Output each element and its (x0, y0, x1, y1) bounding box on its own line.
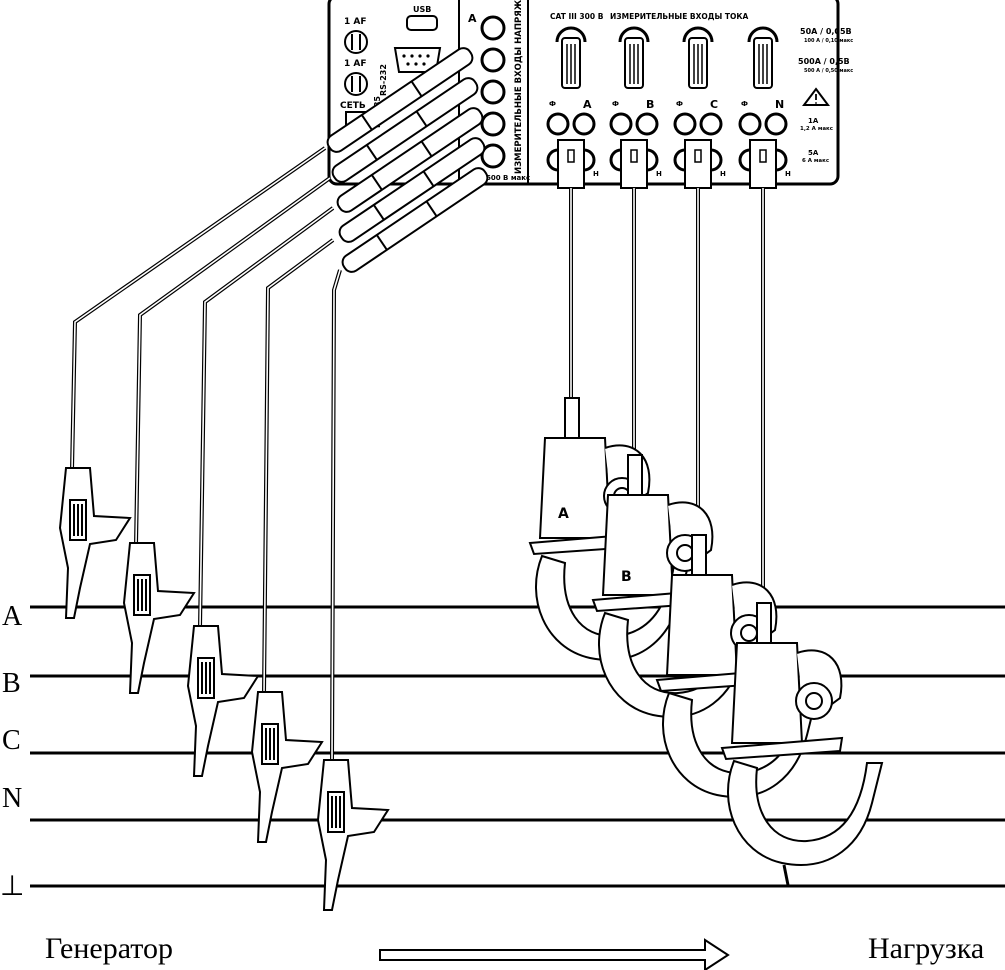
usb-port-icon (406, 15, 438, 31)
voltage-inputs-label: ИЗМЕРИТЕЛЬНЫЕ ВХОДЫ НАПРЯЖЕНИЯ (514, 0, 524, 174)
current-inputs-label: ИЗМЕРИТЕЛЬНЫЕ ВХОДЫ ТОКА (610, 12, 748, 21)
clamp-a-label: A (558, 506, 569, 522)
clamp-b-label: B (621, 569, 632, 585)
channel-c-label: C (710, 98, 718, 111)
crocodile-clips (58, 467, 390, 911)
range-1-label: 50A / 0,05В (800, 27, 852, 36)
rs232-label: RS-232 (379, 64, 388, 96)
current-clamp-n (720, 602, 884, 886)
current-channel-b: Ф B Н (609, 26, 662, 189)
voltage-clip-b (122, 542, 196, 694)
power-label: СЕТЬ (340, 101, 366, 111)
line-label-c: C (2, 725, 21, 756)
line-label-ground: ⊥ (0, 871, 24, 902)
channel-a-phase-label: Ф (549, 100, 556, 108)
channel-n-phase-label: Ф (741, 100, 748, 108)
current-clamps: A B (528, 397, 884, 886)
channel-c-neutral-label: Н (720, 170, 726, 178)
channel-b-neutral-label: Н (656, 170, 662, 178)
generator-label: Генератор (45, 932, 173, 965)
channel-b-label: B (646, 98, 654, 111)
current-channel-n: Ф N Н (738, 26, 791, 189)
fuse-label-1: 1 AF (344, 17, 367, 27)
voltage-plug-5 (341, 167, 489, 273)
channel-c-phase-label: Ф (676, 100, 683, 108)
direction-arrow-icon (379, 938, 730, 970)
warning-icon (802, 87, 830, 106)
voltage-plug-4 (338, 137, 486, 243)
voltage-max-label: 600 В макс (486, 174, 530, 182)
voltage-plug-2 (331, 77, 479, 183)
channel-a-neutral-label: Н (593, 170, 599, 178)
range-2-sub: 500 А / 0,50 макс (804, 68, 853, 74)
fuse-label-2: 1 AF (344, 59, 367, 69)
voltage-clip-n (250, 691, 324, 843)
range-1-sub: 100 А / 0,10 макс (804, 38, 853, 44)
range-4-sub: 6 А макс (802, 158, 829, 164)
voltage-plug-1 (326, 47, 474, 153)
channel-n-label: N (775, 98, 784, 111)
voltage-clip-a (58, 467, 132, 619)
line-label-a: A (2, 601, 23, 632)
current-channel-c: Ф C Н (673, 26, 726, 189)
range-3-sub: 1,2 А макс (800, 126, 833, 132)
range-3-label: 1A (808, 117, 819, 125)
usb-label: USB (413, 5, 431, 14)
channel-b-phase-label: Ф (612, 100, 619, 108)
voltage-plugs (326, 47, 489, 273)
line-label-b: B (2, 668, 21, 699)
line-label-n: N (2, 783, 22, 814)
voltage-clip-c (186, 625, 260, 777)
channel-n-neutral-label: Н (785, 170, 791, 178)
cat-label: CAT III 300 В (550, 12, 604, 21)
voltage-plug-3 (336, 107, 484, 213)
channel-a-label: A (583, 98, 592, 111)
current-channel-a: Ф A Н (546, 26, 599, 189)
voltage-input-a-label: A (468, 12, 477, 25)
current-clamp-b: B (591, 454, 755, 718)
power-lines (30, 605, 1005, 888)
voltage-sockets (480, 15, 506, 169)
line-labels: A B C N ⊥ (0, 601, 24, 902)
load-label: Нагрузка (868, 932, 984, 965)
fuse-2-icon (344, 72, 368, 96)
fuse-1-icon (344, 30, 368, 54)
voltage-clip-ground (316, 759, 390, 911)
range-2-label: 500A / 0,5В (798, 57, 850, 66)
range-4-label: 5A (808, 149, 819, 157)
